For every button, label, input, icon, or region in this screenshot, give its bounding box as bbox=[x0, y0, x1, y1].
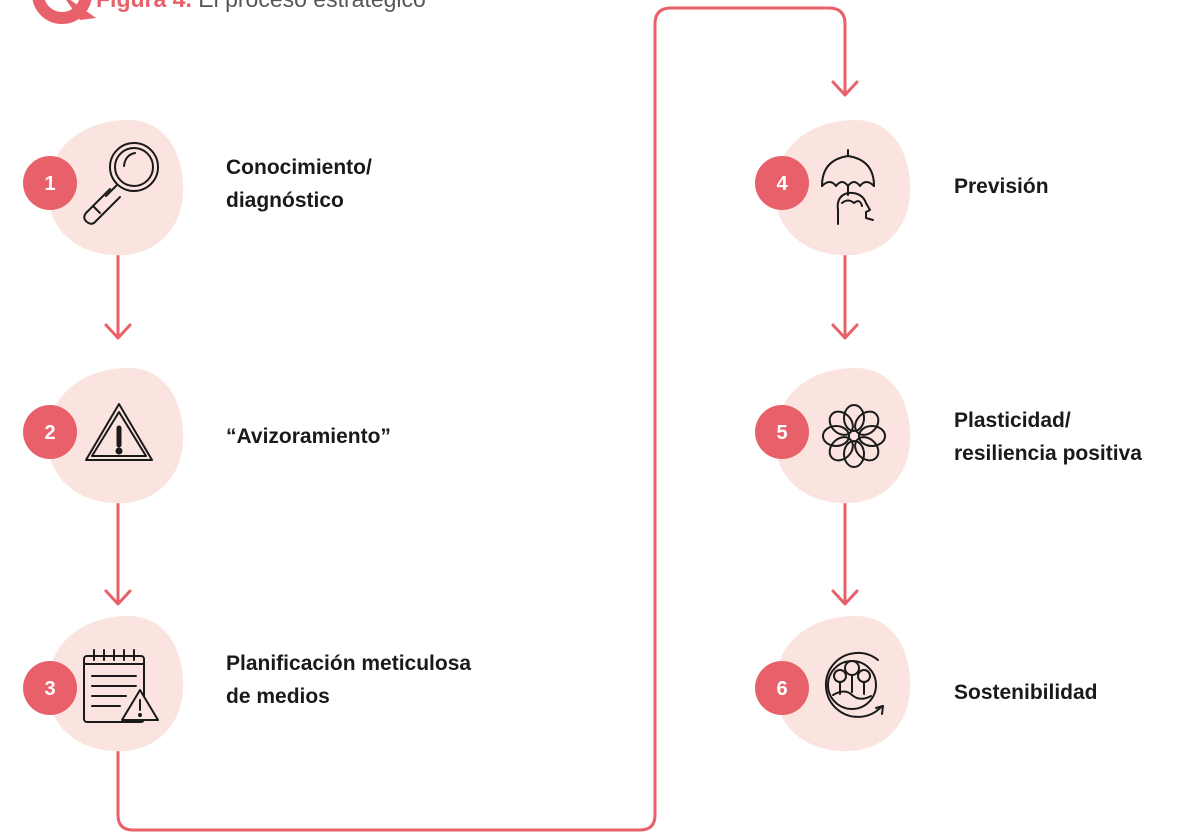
step-3-label: Planificación meticulosa de medios bbox=[226, 647, 471, 713]
step-6-label-line1: Sostenibilidad bbox=[954, 681, 1098, 704]
step-4-blob bbox=[774, 120, 911, 256]
step-6-blob bbox=[774, 616, 911, 752]
step-2-blob bbox=[47, 368, 184, 504]
step-6-label: Sostenibilidad bbox=[954, 676, 1098, 709]
step-2-label-line1: “Avizoramiento” bbox=[226, 425, 391, 448]
step-6-number: 6 bbox=[776, 678, 787, 700]
umbrella-head-icon bbox=[821, 149, 875, 225]
figure-label: Figura 4. bbox=[96, 0, 192, 12]
step-4-label-line1: Previsión bbox=[954, 175, 1049, 198]
step-3-label-line2: de medios bbox=[226, 685, 330, 708]
earth-trees-icon bbox=[824, 651, 884, 718]
connector-3-4 bbox=[116, 6, 859, 832]
figure-caption: Figura 4. El proceso estratégico bbox=[96, 0, 426, 14]
step-5-badge bbox=[755, 405, 809, 459]
step-4-label: Previsión bbox=[954, 170, 1049, 203]
step-1-label-line2: diagnóstico bbox=[226, 189, 344, 212]
step-5-label-line1: Plasticidad/ bbox=[954, 409, 1071, 432]
step-2-number: 2 bbox=[44, 422, 55, 444]
step-3-number: 3 bbox=[44, 678, 55, 700]
connector-1-2 bbox=[104, 250, 132, 340]
notepad-warning-icon bbox=[83, 649, 159, 723]
step-5-label: Plasticidad/resiliencia positiva bbox=[954, 404, 1142, 470]
step-2-badge bbox=[23, 405, 77, 459]
warning-triangle-icon bbox=[85, 403, 153, 461]
figure-logo-icon bbox=[32, 0, 96, 24]
flower-circles-icon bbox=[822, 404, 886, 468]
figure-title: El proceso estratégico bbox=[198, 0, 426, 12]
step-3-label-line1: Planificación meticulosa bbox=[226, 652, 472, 675]
step-6-badge bbox=[755, 661, 809, 715]
step-2-label: “Avizoramiento” bbox=[226, 420, 391, 453]
step-5-label-line2: resiliencia positiva bbox=[954, 442, 1142, 465]
step-1-label: Conocimiento/diagnóstico bbox=[226, 151, 372, 217]
step-1-number: 1 bbox=[44, 173, 55, 195]
step-4-number: 4 bbox=[776, 173, 788, 195]
connector-2-3 bbox=[104, 498, 132, 606]
step-4-badge bbox=[755, 156, 809, 210]
step-1-badge bbox=[23, 156, 77, 210]
connector-5-6 bbox=[831, 498, 859, 606]
step-3-badge bbox=[23, 661, 77, 715]
connector-4-5 bbox=[831, 250, 859, 340]
step-5-number: 5 bbox=[776, 422, 787, 444]
magnifying-glass-icon bbox=[83, 142, 159, 225]
step-1-label-line1: Conocimiento/ bbox=[226, 156, 372, 179]
